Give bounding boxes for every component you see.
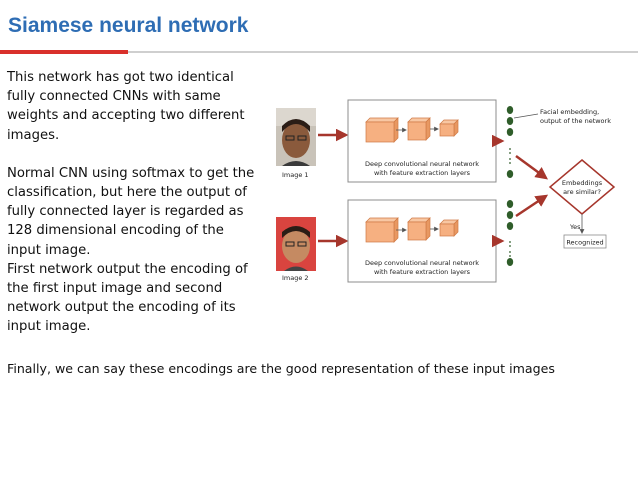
yes-label: Yes: [569, 223, 581, 231]
conclusion-text: Finally, we can say these encodings are …: [7, 361, 555, 376]
paragraph-outputs: First network output the encoding of the…: [7, 261, 248, 335]
arrow-embedding2-to-decision: [515, 194, 549, 218]
paragraph-intro: This network has got two identical fully…: [7, 70, 245, 143]
body-text: This network has got two identical fully…: [7, 68, 262, 337]
cnn-1-label-line2: with feature extraction layers: [374, 169, 471, 177]
image-1-label: Image 1: [282, 171, 309, 179]
decision-label-line2: are similar?: [563, 188, 601, 196]
embedding-label-line2: output of the network: [540, 117, 611, 125]
title-underline-accent: [0, 50, 128, 54]
decision-label-line1: Embeddings: [562, 179, 603, 187]
decision-diamond: [548, 159, 616, 215]
image-2-label: Image 2: [282, 274, 309, 282]
recognized-box: [563, 234, 607, 249]
embedding-callout-line: [513, 113, 539, 119]
cnn-1-label-line1: Deep convolutional neural network: [365, 160, 479, 168]
slide-title: Siamese neural network: [8, 14, 249, 37]
cnn-2-label-line1: Deep convolutional neural network: [365, 259, 479, 267]
arrow-embedding1-to-decision: [515, 154, 549, 180]
input-image-1: [276, 108, 316, 166]
embedding-vector-1: [506, 106, 514, 178]
siamese-diagram: Image 1 Image 2 Deep convolutional neura…: [276, 99, 616, 283]
recognized-label: Recognized: [566, 239, 603, 247]
cnn-layers-1: [365, 117, 459, 143]
embedding-vector-2: [506, 200, 514, 266]
cnn-layers-2: [365, 217, 459, 243]
input-image-2: [276, 217, 316, 271]
embedding-label-line1: Facial embedding,: [540, 108, 599, 116]
paragraph-softmax: Normal CNN using softmax to get the clas…: [7, 165, 255, 258]
title-underline-rule: [128, 51, 638, 53]
cnn-2-label-line2: with feature extraction layers: [374, 268, 471, 276]
title-underline: [0, 50, 638, 54]
